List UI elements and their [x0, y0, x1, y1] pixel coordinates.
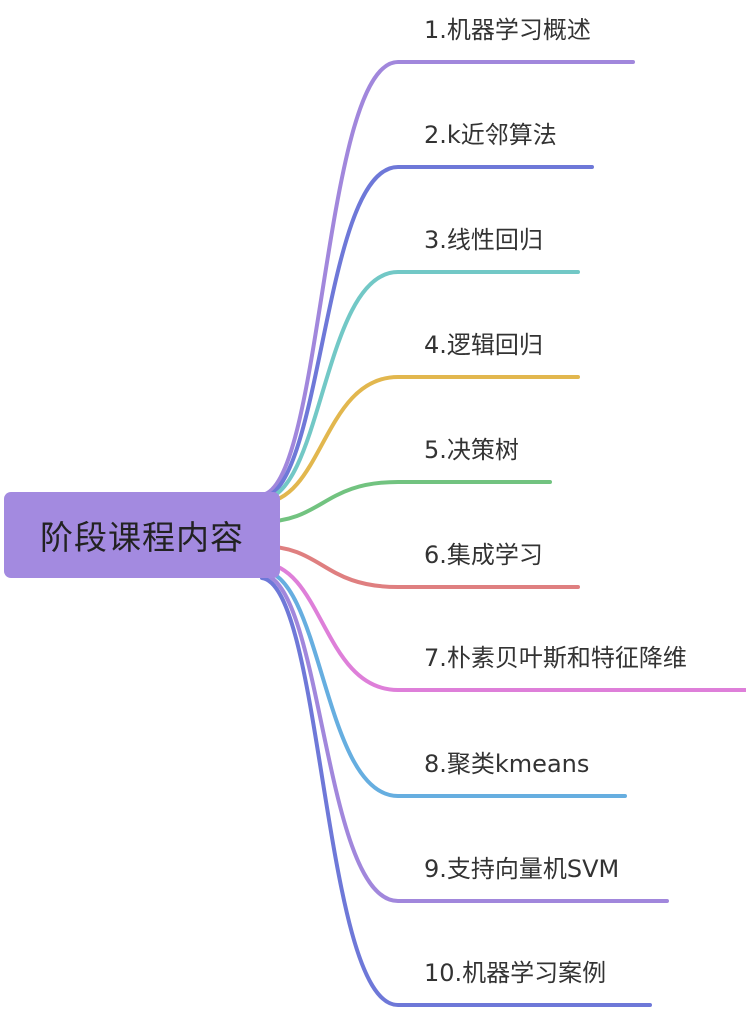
branch-topic-1[interactable]: 1.机器学习概述 — [424, 16, 591, 44]
branch-connector-7 — [260, 561, 746, 692]
root-topic-label: 阶段课程内容 — [40, 518, 244, 557]
branch-connector-8 — [260, 568, 627, 798]
branch-topic-9[interactable]: 9.支持向量机SVM — [424, 855, 620, 883]
branch-connector-6 — [260, 544, 580, 589]
branch-connector-2 — [260, 165, 594, 500]
branch-connector-1 — [260, 60, 635, 497]
branch-topic-6[interactable]: 6.集成学习 — [424, 541, 543, 569]
branch-connector-10 — [260, 576, 652, 1007]
branch-connector-3 — [260, 270, 580, 502]
branch-topic-3[interactable]: 3.线性回归 — [424, 226, 543, 254]
branch-connector-9 — [260, 572, 669, 903]
branch-connector-4 — [260, 375, 580, 505]
branch-topic-8[interactable]: 8.聚类kmeans — [424, 750, 590, 778]
branch-connector-5 — [260, 480, 552, 524]
root-topic[interactable]: 阶段课程内容 — [4, 492, 280, 578]
branch-topic-10[interactable]: 10.机器学习案例 — [424, 959, 607, 987]
branch-topic-4[interactable]: 4.逻辑回归 — [424, 331, 543, 359]
branch-topic-5[interactable]: 5.决策树 — [424, 436, 519, 464]
branch-topic-2[interactable]: 2.k近邻算法 — [424, 121, 557, 149]
branch-topic-7[interactable]: 7.朴素贝叶斯和特征降维 — [424, 644, 687, 672]
